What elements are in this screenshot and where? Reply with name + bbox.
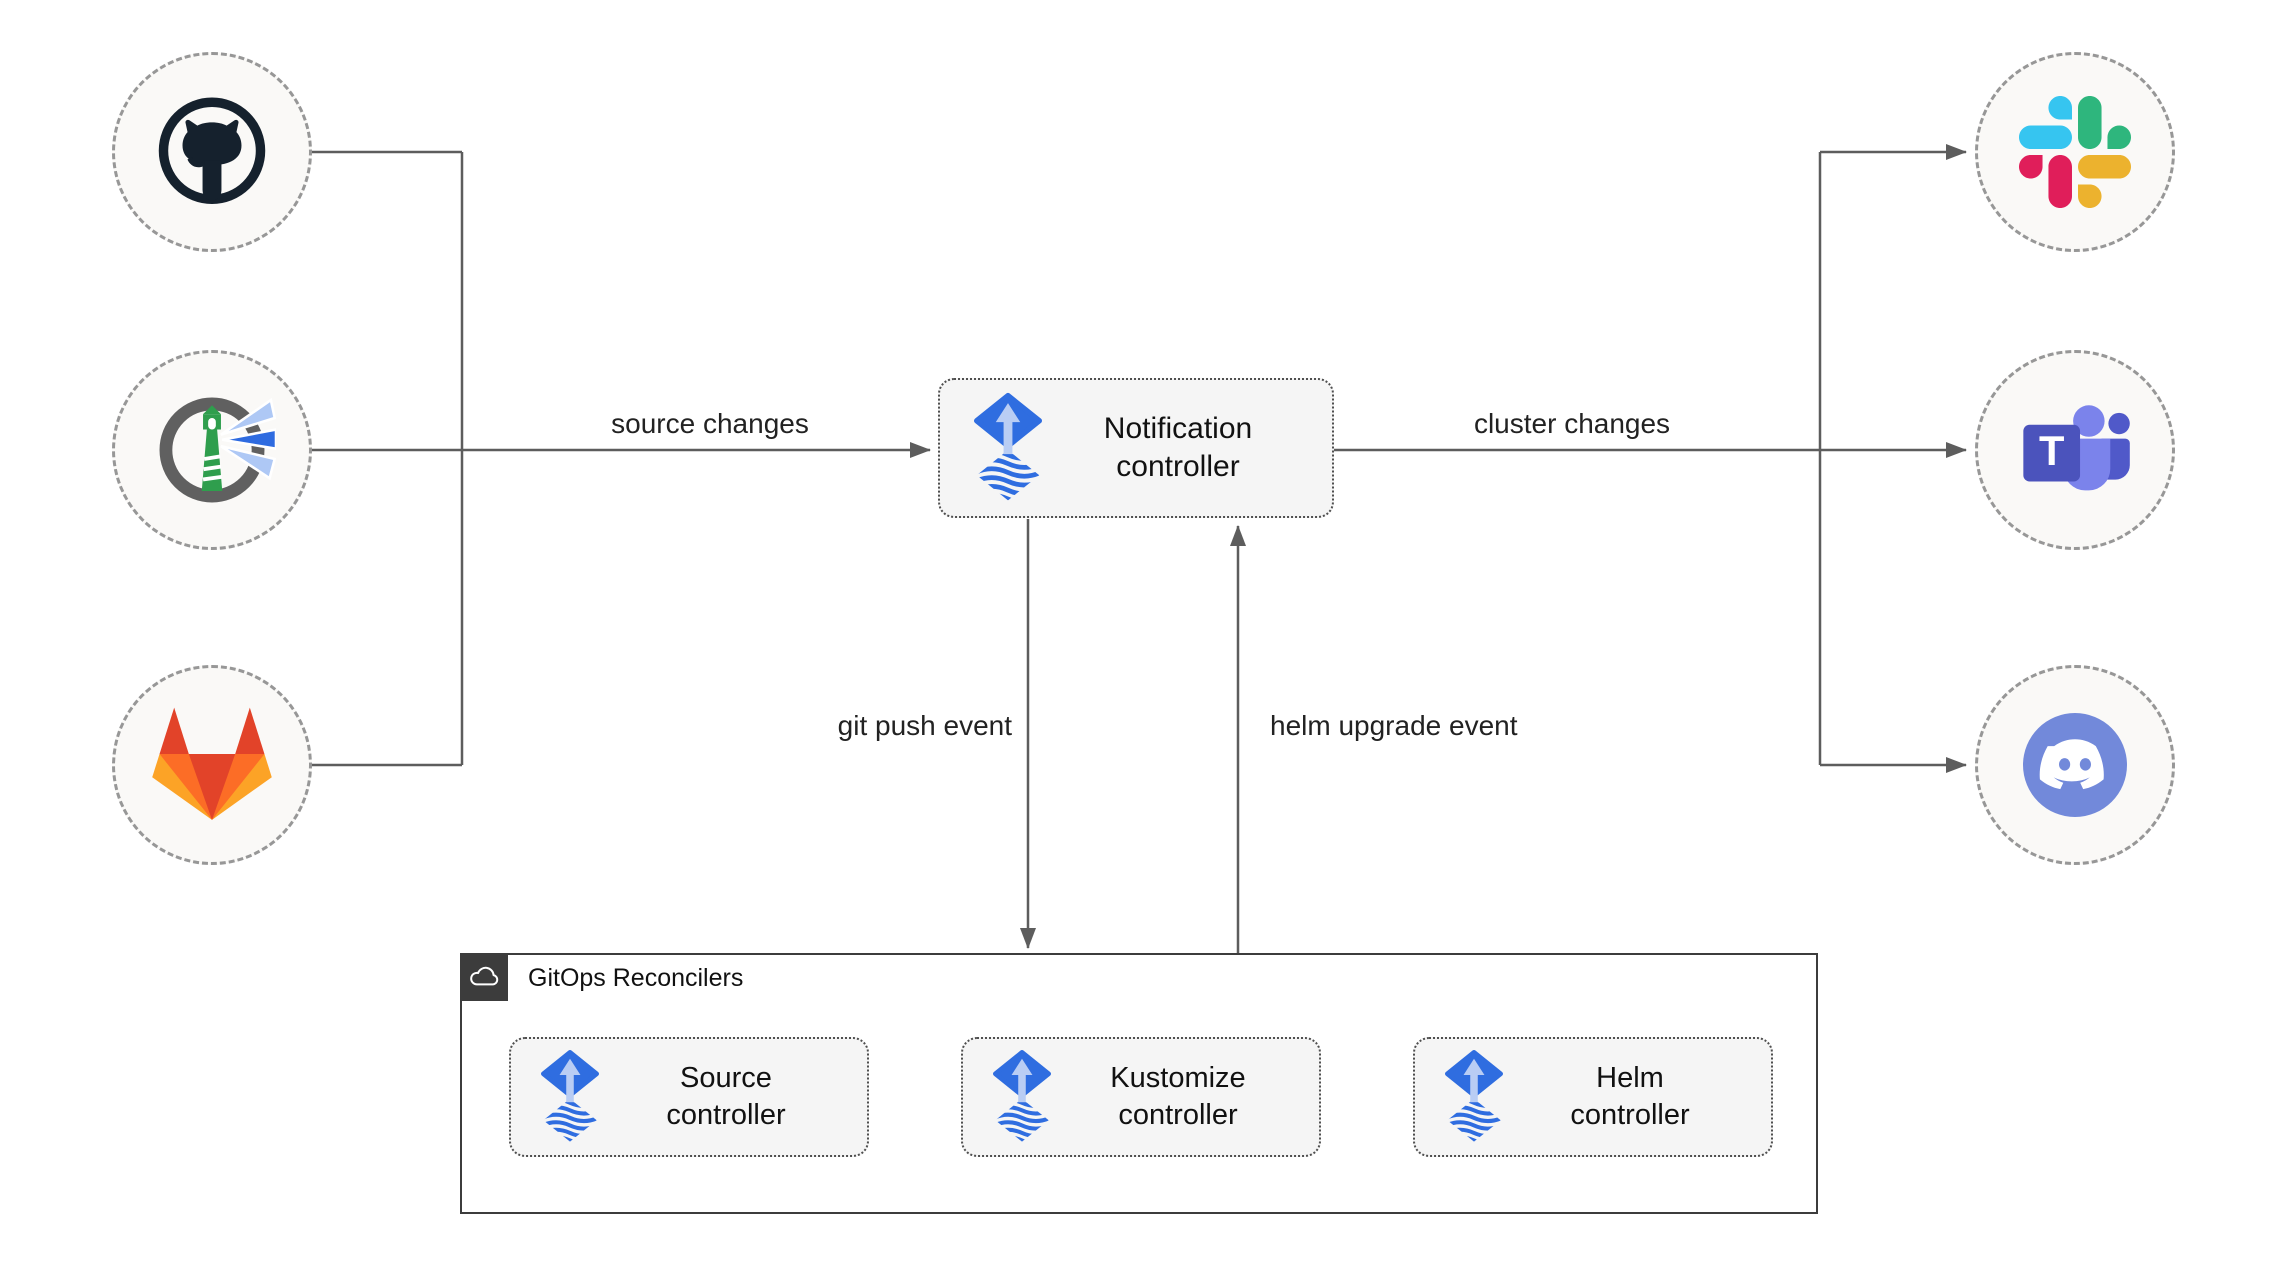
edge-label-source-changes: source changes: [611, 408, 809, 439]
cloud-icon: [468, 961, 500, 993]
kustomize-controller-label: Kustomize controller: [1110, 1061, 1246, 1131]
flux-icon: [974, 392, 1042, 504]
node-helm-controller: Helm controller: [1413, 1037, 1773, 1157]
node-harbor: [112, 350, 312, 550]
edge-label-cluster-changes: cluster changes: [1473, 408, 1671, 439]
microsoft-teams-icon: [2012, 387, 2138, 513]
node-microsoft-teams: [1975, 350, 2175, 550]
node-kustomize-controller: Kustomize controller: [961, 1037, 1321, 1157]
harbor-icon: [148, 386, 276, 514]
node-gitlab: [112, 665, 312, 865]
edge-label-helm-upgrade-event: helm upgrade event: [1270, 710, 1518, 741]
node-slack: [1975, 52, 2175, 252]
flux-icon: [993, 1049, 1051, 1145]
group-title: GitOps Reconcilers: [528, 964, 744, 992]
flux-icon: [1445, 1049, 1503, 1145]
node-notification-controller: Notification controller: [938, 378, 1334, 518]
notification-controller-label: Notification controller: [1103, 411, 1253, 483]
github-icon: [149, 89, 275, 215]
node-source-controller: Source controller: [509, 1037, 869, 1157]
helm-controller-label: Helm controller: [1570, 1061, 1690, 1131]
discord-icon: [2010, 700, 2140, 830]
group-gitops-reconcilers: GitOps Reconcilers Source controller Kus…: [460, 953, 1818, 1214]
group-header-badge: [460, 953, 508, 1001]
edge-label-git-push-event: git push event: [837, 710, 1012, 741]
source-controller-label: Source controller: [666, 1061, 786, 1131]
node-discord: [1975, 665, 2175, 865]
flux-icon: [541, 1049, 599, 1145]
slack-icon: [2019, 96, 2131, 208]
node-github: [112, 52, 312, 252]
gitlab-icon: [151, 704, 273, 826]
